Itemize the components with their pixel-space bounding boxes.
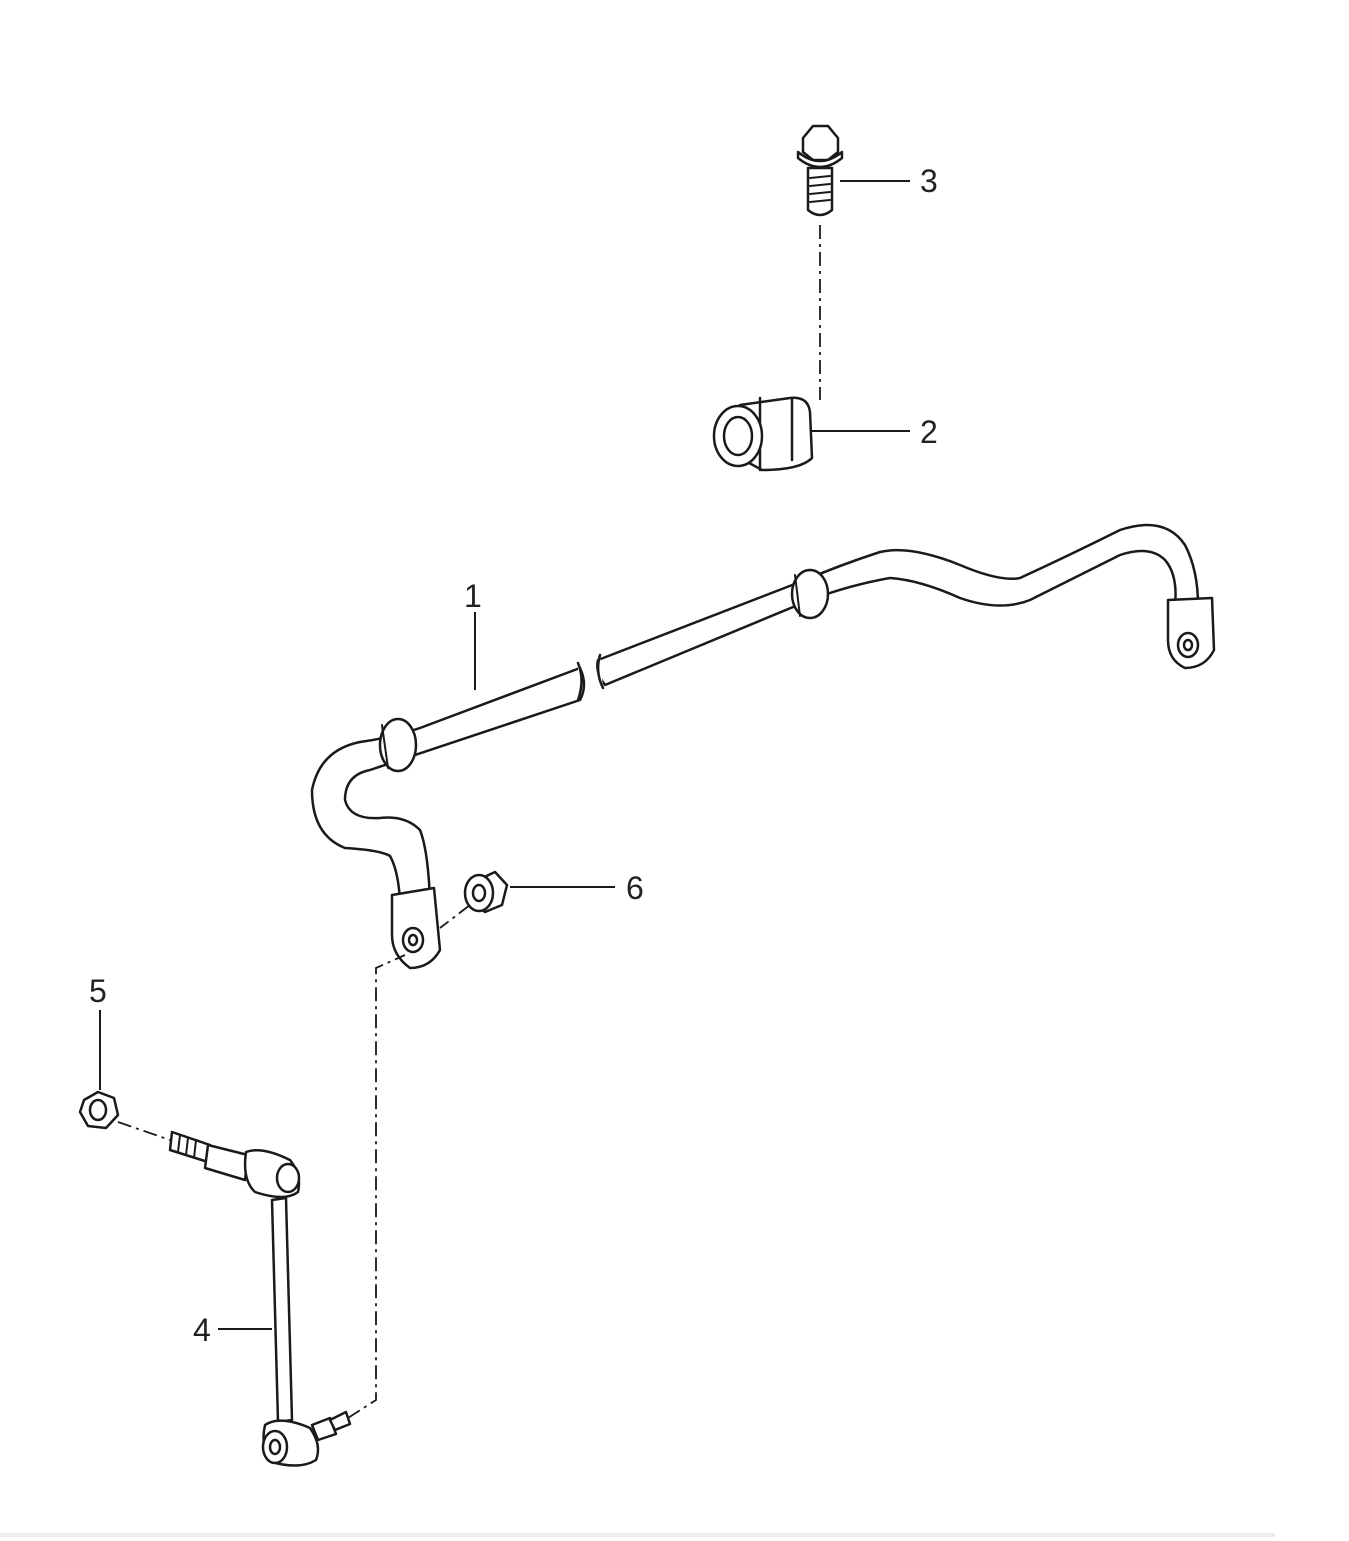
footer-divider bbox=[0, 1533, 1275, 1537]
callout-4: 4 bbox=[193, 1312, 211, 1348]
bolt-part-3[interactable] bbox=[796, 124, 844, 217]
bushing-part-2[interactable] bbox=[712, 396, 814, 472]
assembly-line-6-1 bbox=[439, 904, 471, 929]
hex-nut-part-5[interactable] bbox=[78, 1090, 120, 1130]
callout-3: 3 bbox=[920, 163, 938, 199]
flange-nut-part-6[interactable] bbox=[463, 870, 509, 914]
stabilizer-bar-part-1[interactable] bbox=[310, 523, 1216, 970]
callout-1: 1 bbox=[464, 578, 482, 614]
assembly-line-5-4 bbox=[117, 1121, 171, 1141]
callout-5: 5 bbox=[89, 973, 107, 1009]
callout-2: 2 bbox=[920, 414, 938, 450]
callout-6: 6 bbox=[626, 870, 644, 906]
assembly-line-4-1 bbox=[347, 954, 406, 1419]
coupling-rod-part-4[interactable] bbox=[168, 1130, 352, 1467]
